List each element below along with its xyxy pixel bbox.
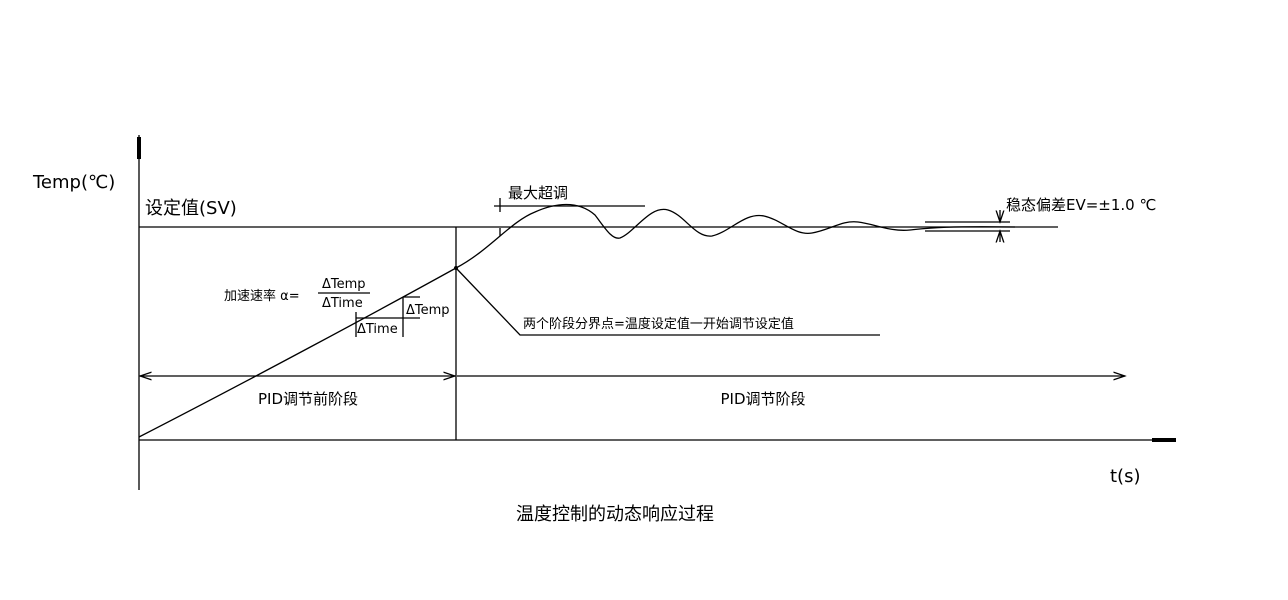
x-axis-label: t(s) <box>1110 466 1140 487</box>
y-axis-label: Temp(℃) <box>32 172 115 193</box>
x-axis-arrow <box>1152 438 1176 442</box>
boundary-leader <box>455 267 880 336</box>
delta-time-label: ΔTime <box>357 322 398 337</box>
acceleration-denominator: ΔTime <box>322 296 363 311</box>
boundary-label: 两个阶段分界点=温度设定值一开始调节设定值 <box>523 316 794 332</box>
diagram-title: 温度控制的动态响应过程 <box>516 504 714 525</box>
pre-pid-phase-label: PID调节前阶段 <box>258 390 358 408</box>
steady-state-error-label: 稳态偏差EV=±1.0 ℃ <box>1006 196 1156 214</box>
acceleration-label: 加速速率 α= <box>224 288 300 304</box>
delta-temp-label: ΔTemp <box>406 303 450 318</box>
max-overshoot-label: 最大超调 <box>508 184 568 202</box>
y-axis-arrow <box>137 137 141 159</box>
pid-phase-label: PID调节阶段 <box>720 390 805 408</box>
setpoint-label: 设定值(SV) <box>145 198 237 219</box>
acceleration-numerator: ΔTemp <box>322 277 366 292</box>
boundary-point <box>454 266 458 270</box>
